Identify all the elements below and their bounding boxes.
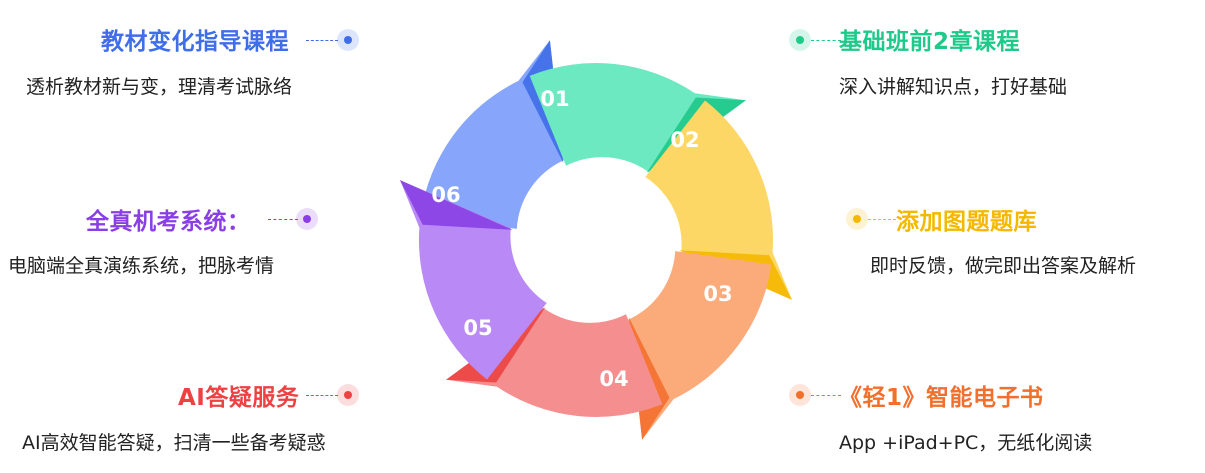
segment-4-number: 04 <box>599 367 628 391</box>
feature-3-subtitle: 即时反馈，做完即出答案及解析 <box>870 255 1137 277</box>
feature-5-title: AI答疑服务 <box>178 385 300 411</box>
wheel-center <box>518 162 674 318</box>
feature-1-title: 教材变化指导课程 <box>101 29 289 55</box>
segment-2-number: 02 <box>670 128 699 152</box>
segment-3-number: 03 <box>703 282 732 306</box>
segment-6-number: 06 <box>431 183 460 207</box>
segment-3 <box>645 100 792 300</box>
feature-1-subtitle: 透析教材新与变，理清考试脉络 <box>26 76 293 98</box>
feature-6-title: 全真机考系统： <box>86 209 251 235</box>
feature-5-dot-icon <box>337 384 359 406</box>
feature-3-connector <box>868 219 896 220</box>
segment-6-edge <box>400 180 513 230</box>
feature-4-title: 《轻1》智能电子书 <box>839 385 1044 411</box>
feature-6-dot-icon <box>296 208 318 230</box>
feature-1-dot-icon <box>337 29 359 51</box>
feature-5-subtitle: AI高效智能答疑，扫清一些备考疑惑 <box>22 432 326 454</box>
segment-6 <box>400 180 547 380</box>
feature-3-title: 添加图题题库 <box>896 209 1037 235</box>
feature-4-subtitle: App +iPad+PC，无纸化阅读 <box>839 432 1093 454</box>
feature-2-title: 基础班前2章课程 <box>839 29 1021 55</box>
feature-6-connector <box>268 219 298 220</box>
segment-5 <box>446 307 663 417</box>
feature-4-connector <box>811 395 841 396</box>
feature-6-subtitle: 电脑端全真演练系统，把脉考情 <box>8 255 275 277</box>
segment-2 <box>529 63 746 173</box>
segment-1-number: 01 <box>540 87 569 111</box>
feature-4-dot-icon <box>789 384 811 406</box>
feature-1-connector <box>306 40 338 41</box>
feature-2-subtitle: 深入讲解知识点，打好基础 <box>839 76 1068 98</box>
feature-3-dot-icon <box>846 208 868 230</box>
segment-5-number: 05 <box>463 316 492 340</box>
feature-2-connector <box>811 40 841 41</box>
feature-2-dot-icon <box>789 29 811 51</box>
feature-5-connector <box>306 395 338 396</box>
